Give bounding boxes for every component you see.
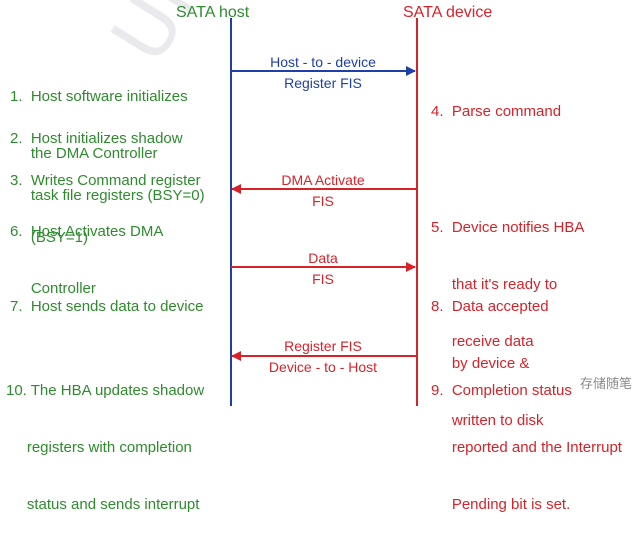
device-step-5-line1: 5. Device notifies HBA <box>431 219 585 236</box>
arrow-4-label-top: Register FIS <box>284 338 362 354</box>
device-column-header: SATA device <box>403 4 493 21</box>
device-step-9-line1: 9. Completion status <box>431 382 572 399</box>
arrow-3-label-top: Data <box>308 250 338 266</box>
device-step-5-line2: that it's ready to <box>431 276 558 293</box>
host-step-1-line2: the DMA Controller <box>10 145 158 162</box>
host-step-7-line1: 7. Host sends data to device <box>10 298 204 315</box>
host-step-3-line2: (BSY=1) <box>10 229 88 246</box>
host-step-6-line1: 6. Host Activates DMA <box>10 223 164 240</box>
host-step-3: 3. Writes Command register (BSY=1) <box>10 133 201 285</box>
arrow-1-label-top: Host - to - device <box>270 54 376 70</box>
device-step-5-line3: receive data <box>431 333 534 350</box>
host-step-10-line1: 10. The HBA updates shadow <box>6 382 205 399</box>
arrow-2-label-top: DMA Activate <box>281 172 365 188</box>
device-step-4-line1: 4. Parse command <box>431 103 562 120</box>
host-step-6-line2: Controller <box>10 280 96 297</box>
arrow-3-label-bottom: FIS <box>312 271 334 287</box>
host-step-10-line3: status and sends interrupt <box>6 496 200 513</box>
device-step-8-line2: by device & <box>431 355 530 372</box>
host-step-3-line1: 3. Writes Command register <box>10 172 201 189</box>
arrow-1-label-bottom: Register FIS <box>284 75 362 91</box>
corner-watermark: 存储随笔 <box>579 376 632 391</box>
host-step-1: 1. Host software initializes the DMA Con… <box>10 49 188 201</box>
arrows-layer <box>231 66 416 361</box>
host-step-2: 2. Host initializes shadow task file reg… <box>10 91 205 243</box>
host-step-6: 6. Host Activates DMA Controller <box>10 184 163 336</box>
device-step-4: 4. Parse command <box>431 64 561 159</box>
host-lifeline <box>230 18 232 406</box>
device-step-5: 5. Device notifies HBA that it's ready t… <box>431 180 584 389</box>
device-lifeline <box>416 18 418 406</box>
device-step-8-line1: 8. Data accepted <box>431 298 549 315</box>
device-step-9-line2: reported and the Interrupt <box>431 439 622 456</box>
arrow-2-label-bottom: FIS <box>312 193 334 209</box>
arrow-4-label-bottom: Device - to - Host <box>268 359 378 375</box>
host-step-7: 7. Host sends data to device <box>10 259 203 354</box>
host-step-1-line1: 1. Host software initializes <box>10 88 188 105</box>
device-step-9-line3: Pending bit is set. <box>431 496 571 513</box>
host-step-2-line1: 2. Host initializes shadow <box>10 130 183 147</box>
sata-dma-sequence-diagram: UnRegis SATA host SATA device 1. Host so… <box>6 0 632 513</box>
host-step-2-line2: task file registers (BSY=0) <box>10 187 205 204</box>
host-step-10-line2: registers with completion <box>6 439 192 456</box>
host-column-header: SATA host <box>176 4 250 21</box>
